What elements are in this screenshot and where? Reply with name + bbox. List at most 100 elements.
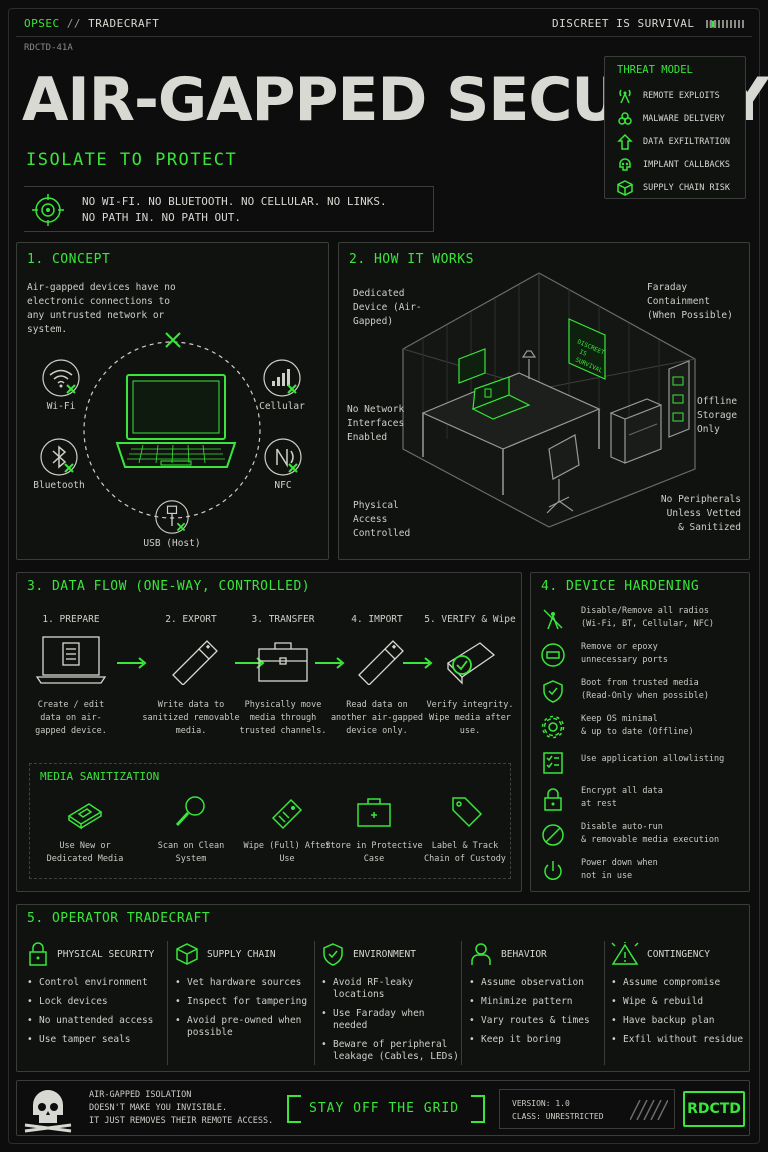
data-flow-panel: 3. DATA FLOW (ONE-WAY, CONTROLLED) 1. PR…: [16, 572, 522, 892]
case-icon: [357, 798, 391, 827]
hardening-line: unnecessary ports: [581, 655, 668, 665]
list-item: Assume observation: [469, 977, 603, 989]
sanitization-label: Scan on Clean System: [157, 841, 225, 864]
list-item: Avoid RF-leaky locations: [321, 977, 461, 1001]
flow-step-label: 4. IMPORT: [351, 614, 403, 625]
wifi-label: Wi-Fi: [46, 401, 76, 412]
column-header: PHYSICAL SECURITY: [27, 941, 165, 967]
sanitization-label: Label & Track Chain of Custody: [424, 841, 506, 864]
box-icon: [617, 179, 633, 196]
cellular-icon: [263, 359, 301, 397]
page-frame: [8, 8, 760, 1144]
column-divider: [167, 941, 168, 1065]
no-symbol-icon: [542, 824, 564, 846]
hardening-item: Use application allowlisting: [541, 749, 745, 785]
nfc-icon: [264, 438, 302, 476]
hardening-item: Keep OS minimal& up to date (Offline): [541, 713, 745, 749]
tag-icon: [452, 797, 483, 828]
label-faraday: Faraday Containment (When Possible): [647, 282, 733, 321]
list-item: Minimize pattern: [469, 996, 603, 1008]
flow-step-label: 2. EXPORT: [165, 614, 217, 625]
brand: OPSEC // TRADECRAFT: [24, 17, 159, 30]
biohazard-icon: [618, 111, 632, 125]
footer: AIR-GAPPED ISOLATION DOESN'T MAKE YOU IN…: [16, 1080, 750, 1136]
bluetooth-node: Bluetooth: [29, 437, 89, 493]
threat-label: MALWARE DELIVERY: [643, 113, 725, 124]
rdctd-logo: RDCTD: [683, 1091, 745, 1127]
column-title: PHYSICAL SECURITY: [57, 948, 155, 960]
sanitization-label: Use New or Dedicated Media: [46, 841, 124, 864]
usb-drive-icon: [358, 640, 404, 685]
page-subtitle: ISOLATE TO PROTECT: [26, 150, 238, 170]
radio-tower-icon: [619, 89, 631, 103]
column-title: BEHAVIOR: [501, 948, 547, 960]
hardening-line: Disable auto-run: [581, 822, 663, 832]
flow-step-desc: Write data to sanitized removable media.: [142, 700, 240, 736]
column-header: ENVIRONMENT: [321, 941, 461, 967]
tradecraft-column: PHYSICAL SECURITY Control environment Lo…: [27, 941, 165, 1065]
padlock-icon: [29, 942, 47, 966]
column-header: CONTINGENCY: [611, 941, 747, 967]
port-icon: [541, 643, 565, 667]
bracket-right: [471, 1095, 485, 1123]
hardening-item: Remove or epoxy unnecessary ports: [541, 641, 745, 677]
tradecraft-column: ENVIRONMENT Avoid RF-leaky locations Use…: [321, 941, 461, 1065]
threat-item: SUPPLY CHAIN RISK: [617, 176, 741, 199]
banner-text: NO WI-FI. NO BLUETOOTH. NO CELLULAR. NO …: [82, 194, 387, 226]
person-icon: [471, 943, 491, 965]
barcode-icon: [706, 20, 744, 28]
wifi-node: Wi-Fi: [37, 358, 85, 414]
magnifier-icon: [175, 796, 205, 827]
cellular-node: Cellular: [257, 358, 307, 414]
hardening-line: Use application allowlisting: [581, 754, 725, 764]
wifi-icon: [42, 359, 80, 397]
hardening-item: Disable auto-run& removable media execut…: [541, 821, 745, 857]
list-item: Use tamper seals: [27, 1034, 165, 1046]
column-list: Assume compromise Wipe & rebuild Have ba…: [611, 977, 747, 1046]
arrow-icon: [315, 657, 345, 669]
list-item: Keep it boring: [469, 1034, 603, 1046]
label-dedicated: Dedicated Device (Air-Gapped): [353, 288, 422, 327]
hardening-line: (Wi-Fi, BT, Cellular, NFC): [581, 619, 715, 629]
banner: NO WI-FI. NO BLUETOOTH. NO CELLULAR. NO …: [24, 186, 434, 232]
hatch-icon: [630, 1100, 668, 1120]
bluetooth-icon: [40, 438, 78, 476]
class-text: CLASS: UNRESTRICTED: [512, 1112, 604, 1121]
flow-step-label: 3. TRANSFER: [251, 614, 315, 625]
banner-line-1: NO WI-FI. NO BLUETOOTH. NO CELLULAR. NO …: [82, 195, 387, 208]
column-header: SUPPLY CHAIN: [175, 941, 313, 967]
checklist-icon: [543, 752, 563, 774]
arrow-icon: [403, 657, 433, 669]
lock-icon: [544, 788, 562, 811]
tagline: DISCREET IS SURVIVAL ■: [552, 17, 717, 30]
header-divider: [16, 36, 752, 37]
how-it-works-title: 2. HOW IT WORKS: [349, 252, 474, 267]
sanitization-item: Store in Protective Case: [324, 794, 424, 866]
version-info: VERSION: 1.0 CLASS: UNRESTRICTED: [512, 1097, 604, 1123]
column-title: ENVIRONMENT: [353, 948, 416, 960]
hardening-line: Remove or epoxy: [581, 642, 658, 652]
briefcase-icon: [258, 642, 308, 682]
warning-icon: [611, 942, 639, 965]
sanitization-item: Scan on Clean System: [146, 794, 236, 866]
isometric-room: DISCREET IS SURVIVAL: [402, 272, 696, 528]
tradecraft-title: 5. OPERATOR TRADECRAFT: [27, 911, 211, 926]
top-x-icon: [165, 332, 181, 348]
version-box: VERSION: 1.0 CLASS: UNRESTRICTED: [499, 1089, 675, 1129]
tradecraft-column: CONTINGENCY Assume compromise Wipe & reb…: [611, 941, 747, 1065]
hardening-line: Encrypt all data: [581, 786, 663, 796]
hardening-item: Disable/Remove all radios(Wi-Fi, BT, Cel…: [541, 605, 745, 641]
hardening-line: & up to date (Offline): [581, 727, 694, 737]
arrow-icon: [117, 657, 147, 669]
usb-label: USB (Host): [143, 538, 201, 549]
package-icon: [176, 943, 198, 965]
footer-line: IT JUST REMOVES THEIR REMOTE ACCESS.: [89, 1116, 274, 1126]
tagline-text: DISCREET IS SURVIVAL: [552, 17, 695, 30]
column-title: CONTINGENCY: [647, 948, 710, 960]
flow-step: 1. PREPARE Create / edit data on air-gap…: [25, 613, 117, 738]
concept-title: 1. CONCEPT: [27, 252, 111, 267]
flow-step: 2. EXPORT Write data to sanitized remova…: [141, 613, 241, 738]
laptop-icon: [115, 374, 237, 468]
list-item: No unattended access: [27, 1015, 165, 1027]
